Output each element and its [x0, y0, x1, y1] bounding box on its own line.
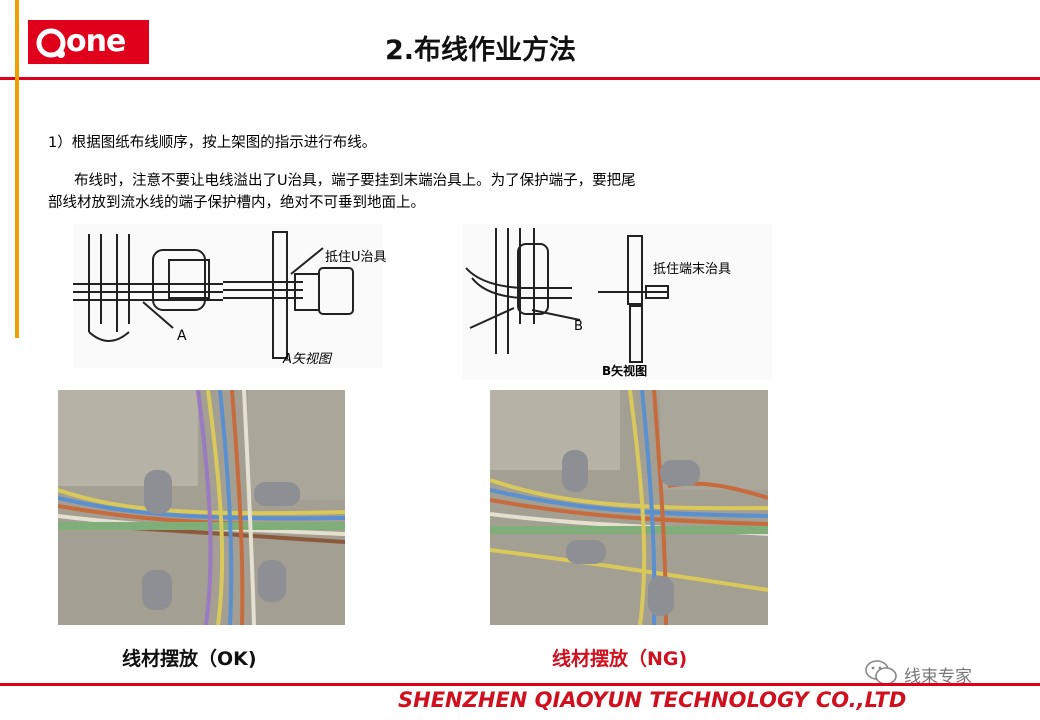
diagram-b-marker: B	[574, 319, 583, 334]
diagram-a-marker: A	[177, 328, 187, 344]
side-accent-bar	[15, 0, 19, 338]
caption-ng: 线材摆放（NG)	[552, 648, 688, 670]
photo-ok-image	[58, 390, 345, 625]
photo-wiring-ok	[58, 390, 345, 625]
watermark-text: 线束专家	[904, 667, 972, 687]
header-divider	[0, 77, 1040, 80]
photo-wiring-ng	[490, 390, 768, 625]
diagram-a-callout: 抵住U治具	[325, 250, 387, 265]
diagram-a: A 抵住U治具 A矢视图	[73, 224, 387, 368]
footer-divider	[0, 683, 1040, 686]
slide-title: 2.布线作业方法	[385, 35, 577, 66]
logo-text: one	[66, 24, 126, 59]
logo-q-mark	[36, 28, 66, 58]
diagram-b-callout: 抵住端末治具	[653, 262, 732, 277]
wechat-icon	[865, 660, 897, 685]
instruction-line-1: 1）根据图纸布线顺序，按上架图的指示进行布线。	[48, 135, 377, 151]
diagram-b-drawing: B	[465, 228, 669, 363]
diagram-b: B 抵住端末治具 B矢视图	[462, 224, 772, 380]
diagram-b-caption: B矢视图	[602, 364, 648, 378]
company-logo: one	[28, 20, 149, 64]
caption-ok: 线材摆放（OK)	[122, 648, 257, 670]
instruction-line-3: 部线材放到流水线的端子保护槽内，绝对不可垂到地面上。	[48, 195, 425, 211]
company-name: SHENZHEN QIAOYUN TECHNOLOGY CO.,LTD	[398, 688, 907, 712]
instruction-line-2: 布线时，注意不要让电线溢出了U治具，端子要挂到末端治具上。为了保护端子，要把尾	[74, 173, 636, 189]
diagram-a-caption: A矢视图	[283, 352, 331, 367]
diagram-a-drawing: A	[73, 231, 354, 359]
photo-ng-image	[490, 390, 768, 625]
